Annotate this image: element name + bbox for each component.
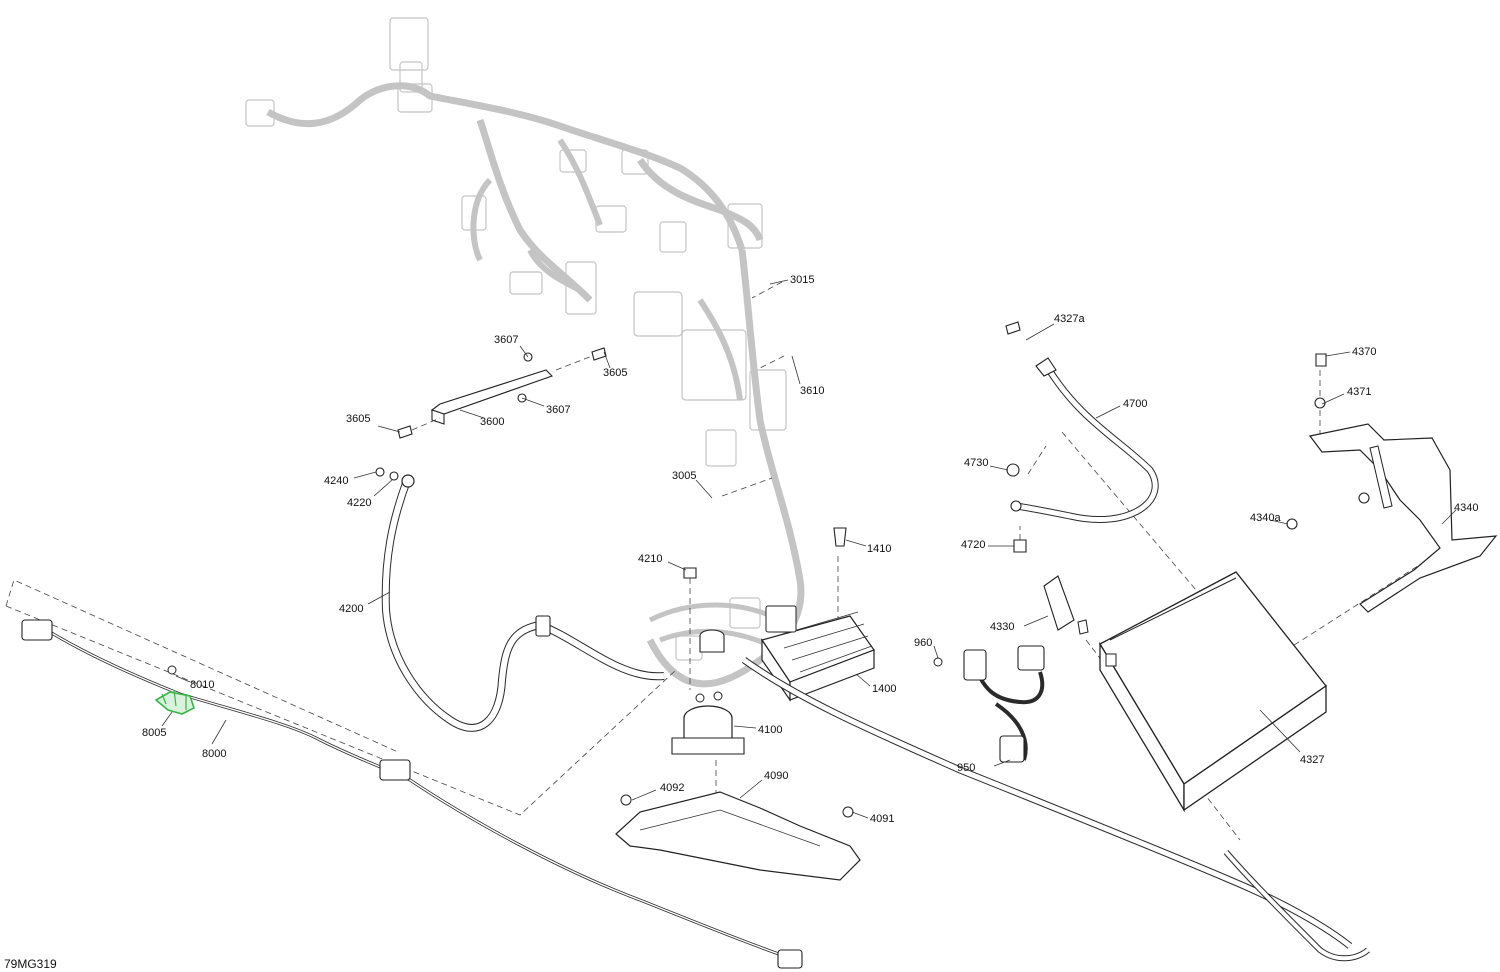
callout-3607-bottom: 3607 [546,404,570,416]
callout-4210: 4210 [638,553,662,565]
battery-bracket-4340 [1286,353,1498,613]
callout-8010: 8010 [190,679,214,691]
callout-4220: 4220 [347,497,371,509]
callout-4200: 4200 [339,603,363,615]
clip-8005-highlighted [154,689,195,715]
solenoid-4100 [671,567,745,755]
callout-1400: 1400 [872,683,896,695]
callout-3605-right: 3605 [603,367,627,379]
callout-4340: 4340 [1454,502,1478,514]
callout-4327: 4327 [1300,754,1324,766]
callout-3600: 3600 [480,416,504,428]
callout-4100: 4100 [758,724,782,736]
voltage-regulator-1400 [761,527,875,702]
callout-1410: 1410 [867,543,891,555]
callout-4370: 4370 [1352,346,1376,358]
battery-cable-4200 [375,467,665,732]
callout-960: 960 [914,637,932,649]
callout-3607-top: 3607 [494,334,518,346]
main-wiring-harness [266,82,805,688]
ground-cable-4700 [1005,321,1159,553]
callout-4330: 4330 [990,621,1014,633]
harness-8000 [21,619,803,969]
callout-4371: 4371 [1347,386,1371,398]
callout-3610: 3610 [800,385,824,397]
callout-4092: 4092 [660,782,684,794]
callout-4090: 4090 [764,770,788,782]
callout-3005: 3005 [672,470,696,482]
callout-8005: 8005 [142,727,166,739]
callout-4720: 4720 [961,539,985,551]
callout-3605-left: 3605 [346,413,370,425]
callout-4240: 4240 [324,475,348,487]
callout-4340a: 4340a [1250,512,1281,524]
callout-labels: 3015 3607 3605 3610 3605 3600 3607 4240 … [4,274,1478,971]
callout-8000: 8000 [202,748,226,760]
tray-4090 [615,791,861,881]
callout-4730: 4730 [964,457,988,469]
callout-3015: 3015 [790,274,814,286]
battery-4327 [1099,571,1327,813]
lower-main-cable [741,657,1370,962]
strap-3600 [397,347,607,439]
callout-4327a: 4327a [1054,313,1085,325]
sub-harness-950 [933,575,1089,763]
callout-4700: 4700 [1123,398,1147,410]
leader-lines [161,279,1457,819]
callout-4091: 4091 [870,813,894,825]
reference-code: 79MG319 [4,957,57,971]
callout-950: 950 [957,762,975,774]
